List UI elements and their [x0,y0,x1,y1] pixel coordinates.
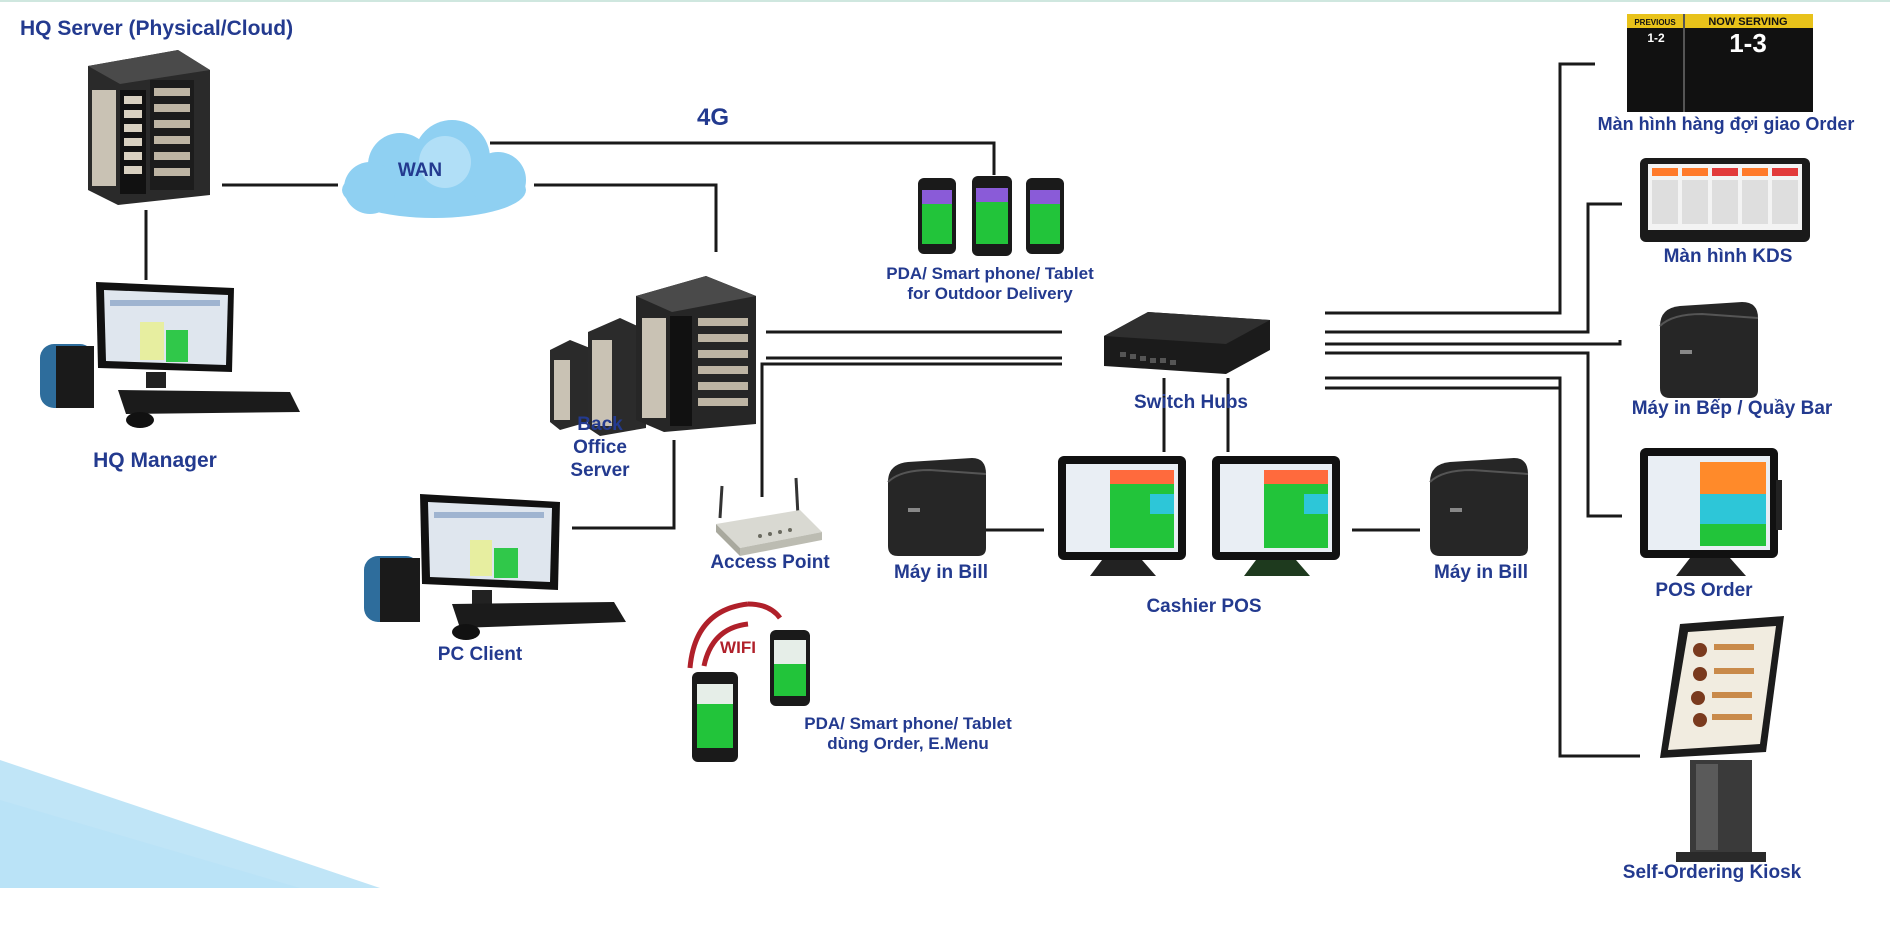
printer-bill-right-icon [1429,458,1529,556]
access-point-label: Access Point [710,552,830,573]
line-switch-posorder [1325,351,1622,518]
back-office-label: Back Office Server [558,414,642,482]
wifi-label: WIFI [720,638,756,657]
line-switch-kiosk [1325,386,1640,758]
line-switch-queue [1325,62,1595,315]
pc-client-icon [364,494,626,640]
kds-screen-icon [1640,158,1810,242]
switch-hubs-icon [1104,312,1270,374]
pda-order-phones-icon [692,630,810,762]
pda-order-label-line1: PDA/ Smart phone/ Tablet [804,714,1012,733]
queue-right-header: NOW SERVING [1708,16,1787,28]
queue-screen-label: Màn hình hàng đợi giao Order [1597,114,1855,134]
wifi-icon [687,601,783,669]
line-switch-kds [1325,202,1622,334]
queue-left-number: 1-2 [1647,31,1665,45]
back-office-label-line2: Office [573,436,627,458]
pos-order-label: POS Order [1655,580,1753,601]
pda-outdoor-label-line2: for Outdoor Delivery [907,284,1073,304]
connection-lines [144,62,1640,758]
cashier-pos-label: Cashier POS [1146,596,1262,617]
back-office-label-line1: Back [577,414,623,435]
access-point-icon [716,477,822,556]
line-switch-printer [1325,340,1622,346]
pda-order-label: PDA/ Smart phone/ Tablet dùng Order, E.M… [784,714,1032,755]
printer-bill-left-label: Máy in Bill [894,562,988,583]
pda-outdoor-phones-icon [918,176,1064,256]
cashier-pos-icon [1058,456,1340,576]
kitchen-printer-icon [1659,302,1759,398]
kiosk-icon [1660,616,1784,862]
pda-outdoor-label: PDA/ Smart phone/ Tablet for Outdoor Del… [870,264,1110,305]
hq-manager-label: HQ Manager [93,449,217,472]
hq-manager-icon [40,282,300,428]
back-office-server-icon [550,276,756,436]
background-wedge [0,760,380,888]
wan-cloud-icon [342,120,526,218]
line-wan-backoffice [534,183,718,252]
pda-order-label-line2: dùng Order, E.Menu [827,734,989,754]
kitchen-printer-label: Máy in Bếp / Quầy Bar [1631,398,1833,419]
printer-bill-left-icon [887,458,987,556]
queue-left-header: PREVIOUS [1634,18,1676,27]
kds-screen-label: Màn hình KDS [1663,246,1793,267]
kiosk-label: Self-Ordering Kiosk [1622,862,1802,883]
switch-hubs-label: Switch Hubs [1133,392,1248,413]
pc-client-label: PC Client [437,644,523,665]
wan-label: WAN [397,160,443,181]
line-ap-switch [760,362,1062,497]
line-backoffice-pcclient [572,440,676,530]
pda-outdoor-label-line1: PDA/ Smart phone/ Tablet [886,264,1094,283]
queue-screen-icon: PREVIOUS NOW SERVING 1-2 1-3 [1627,14,1813,112]
hq-server-icon [88,50,210,205]
queue-right-number: 1-3 [1729,28,1767,58]
four-g-label: 4G [696,104,729,131]
pos-order-icon [1640,448,1782,576]
hq-server-label: HQ Server (Physical/Cloud) [20,17,294,40]
back-office-label-line3: Server [570,459,630,481]
line-wan-4g [490,141,996,175]
printer-bill-right-label: Máy in Bill [1434,562,1528,583]
